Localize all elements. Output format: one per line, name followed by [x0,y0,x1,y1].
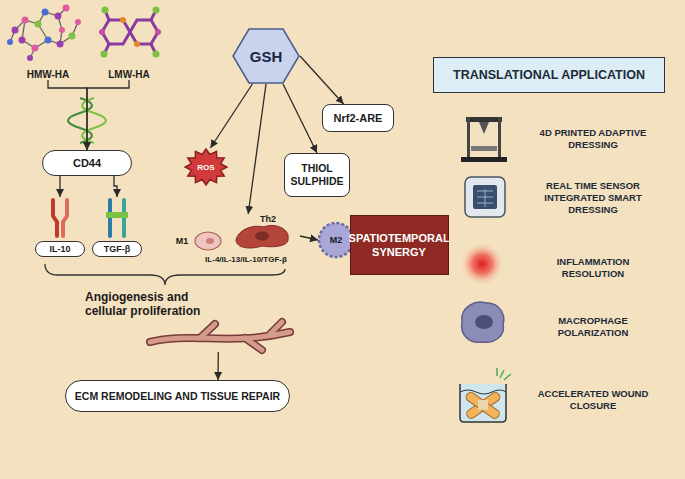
node-text: TRANSLATIONAL APPLICATION [453,68,645,82]
node-text: Nrf2-ARE [334,112,383,124]
cell-label: M1 [172,231,192,251]
tgf-receptor [106,200,128,236]
arrow-connector [300,236,318,240]
node-text: CD44 [73,157,101,169]
node-text: Angiogenesis and cellular proliferation [85,290,225,318]
node-text: GSH [250,48,283,65]
arrow-connector [87,80,129,150]
bracket [45,264,285,285]
arrow-connector [59,176,60,197]
node-text: ECM REMODELING AND TISSUE REPAIR [75,390,280,402]
blood-vessel [150,322,290,350]
node-text: ROS [197,163,214,172]
cytokine-label: IL-10 [35,197,85,257]
node-text: THIOL SULPHIDE [289,162,345,188]
arrow-connector [114,176,117,197]
node-text: LMW-HA [88,69,170,80]
arrow-connector [217,352,219,380]
ros-burst: ROS [184,148,228,186]
node-text: Th2 [260,214,276,224]
process-box: THIOL SULPHIDE [284,153,350,197]
arrow-connector [248,84,266,214]
node-text: IL-4/IL-13/IL-10/TGF-β [192,255,300,264]
node-text: M1 [176,236,189,246]
arrow-connector [48,80,87,150]
node-text: M2 [330,235,343,245]
node-text: IL-10 [35,241,85,257]
th2-cell [236,225,288,248]
application-label: MACROPHAGE POLARIZATION [528,315,658,339]
node-text: TGF-β [92,241,142,257]
application-label: INFLAMMATION RESOLUTION [528,256,658,280]
sensor-dressing-icon [465,177,505,217]
receptor-box: CD44 [42,150,132,176]
process-text: Angiogenesis and cellular proliferation [85,290,290,352]
arrow-connector [283,84,317,153]
molecule-label: LMW-HA [88,4,170,80]
inflammation-glow [460,242,504,286]
application-label: REAL TIME SENSOR INTEGRATED SMART DRESSI… [528,180,658,216]
arrow-connector [210,84,252,148]
hmw-atoms [7,5,81,62]
highlight-box: SPATIOTEMPORAL SYNERGY [350,215,449,275]
lmw-molecule [102,10,158,54]
printer-icon [461,117,507,162]
m1-cell [195,232,221,250]
molecule-label: HMW-HA [8,4,88,80]
hmw-molecule [10,8,78,58]
application-label: ACCELERATED WOUND CLOSURE [528,388,658,412]
cell-label: Th2IL-4/IL-13/IL-10/TGF-β [192,214,300,264]
arrow-connector [300,56,344,104]
bandage-icon [460,368,511,422]
application-label: 4D PRINTED ADAPTIVE DRESSING [528,127,658,151]
outcome-box: ECM REMODELING AND TISSUE REPAIR [65,380,290,412]
lmw-atoms [99,7,161,58]
section-header: TRANSLATIONAL APPLICATION [433,57,665,93]
macrophage-icon [462,302,504,342]
process-box: Nrf2-ARE [322,104,394,132]
m2-cell [319,223,353,257]
node-text: SPATIOTEMPORAL SYNERGY [349,231,450,259]
cytokine-label: TGF-β [92,197,142,257]
il10-receptor [53,200,67,236]
node-text: HMW-HA [8,69,88,80]
hexagon-node: GSH [232,28,300,84]
